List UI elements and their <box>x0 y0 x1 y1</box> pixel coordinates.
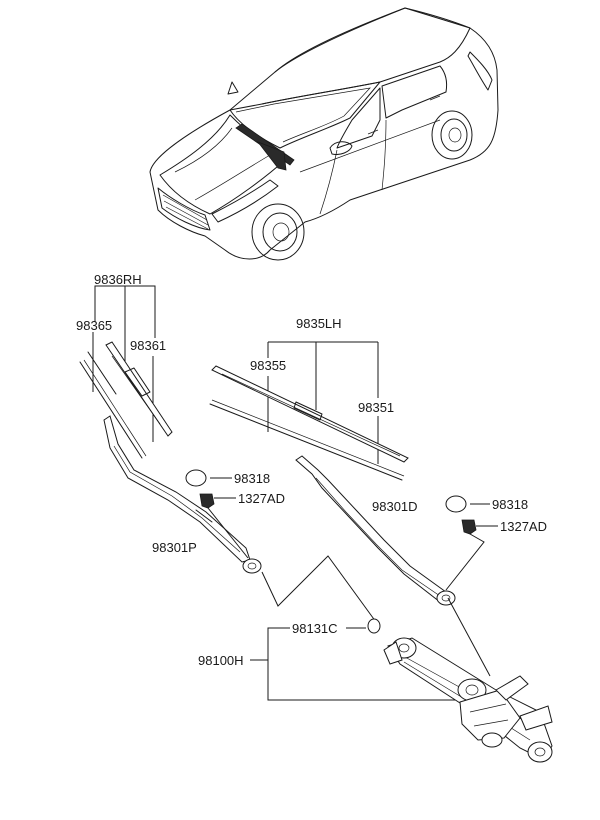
label-98301d: 98301D <box>372 499 418 514</box>
blade-9836rh <box>79 285 173 459</box>
blade-9835lh <box>209 341 409 481</box>
arm-98301p <box>103 415 262 574</box>
label-9835lh: 9835LH <box>296 316 342 331</box>
label-98318-right: 98318 <box>492 497 528 512</box>
label-98100h: 98100H <box>198 653 244 668</box>
linkage-98100h <box>250 555 553 763</box>
label-98351: 98351 <box>358 400 394 415</box>
label-98318-left: 98318 <box>234 471 270 486</box>
label-98355: 98355 <box>250 358 286 373</box>
label-1327ad-left: 1327AD <box>238 491 285 506</box>
arm-98301d <box>295 455 456 606</box>
label-1327ad-right: 1327AD <box>500 519 547 534</box>
label-98301p: 98301P <box>152 540 197 555</box>
cap-nut-left <box>185 469 249 559</box>
label-9836rh: 9836RH <box>94 272 142 287</box>
cap-nut-right <box>445 495 498 591</box>
label-98131c: 98131C <box>292 621 338 636</box>
car-illustration <box>149 7 499 261</box>
label-98361: 98361 <box>130 338 166 353</box>
label-98365: 98365 <box>76 318 112 333</box>
